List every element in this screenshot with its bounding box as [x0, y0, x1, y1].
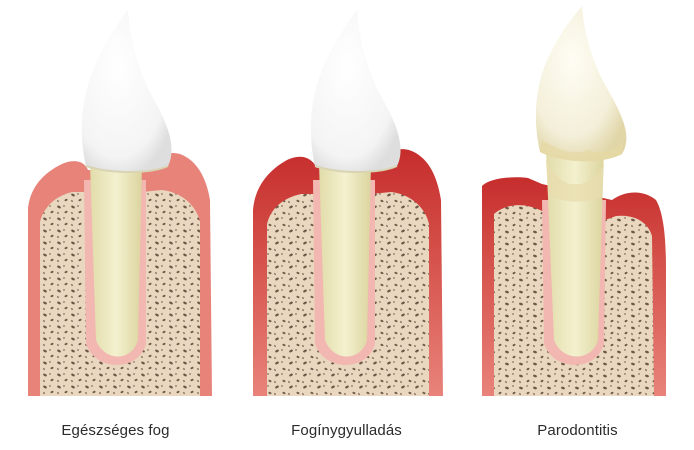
periodontitis-tooth-illustration [462, 0, 693, 410]
gingivitis-tooth-illustration [231, 0, 462, 410]
caption-periodontitis: Parodontitis [462, 422, 693, 439]
caption-healthy: Egészséges fog [0, 422, 231, 439]
tooth-crown [311, 10, 401, 172]
panel-periodontitis: Parodontitis [462, 0, 693, 450]
caption-gingivitis: Fogínygyulladás [231, 422, 462, 439]
tooth-crown [82, 10, 172, 172]
tooth-root [319, 164, 371, 357]
panel-healthy-tooth: Egészséges fog [0, 0, 231, 450]
healthy-tooth-illustration [0, 0, 231, 410]
tooth-root [90, 164, 142, 357]
panel-gingivitis: Fogínygyulladás [231, 0, 462, 450]
tooth-crown-discolored [536, 6, 627, 161]
